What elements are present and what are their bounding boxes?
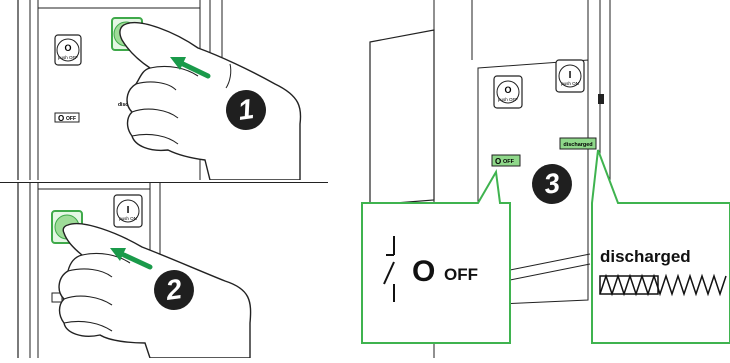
step1-number: 1 (224, 91, 268, 128)
off-button-symbol: O (64, 43, 71, 53)
off-button-symbol: O (504, 85, 511, 95)
step3-number: 3 (530, 165, 574, 202)
off-button-text: push OFF (498, 97, 518, 102)
off-indicator-label: OFF (66, 116, 76, 122)
off-indicator-label: OFF (503, 159, 515, 165)
step1-panel: O push OFF O OFF disch (0, 0, 350, 180)
callout-off-symbol: O (412, 255, 435, 288)
off-indicator-symbol: O (58, 114, 64, 123)
step2-number: 2 (152, 271, 196, 308)
callout-discharged-label: discharged (600, 247, 691, 266)
callout-discharged: discharged (592, 150, 730, 343)
on-button-text: push ON (119, 216, 137, 221)
spring-indicator-label: discharged (563, 142, 592, 148)
on-button-symbol: I (127, 205, 130, 216)
off-indicator-symbol: O (495, 157, 501, 166)
callout-off-label: OFF (444, 265, 478, 284)
on-button-symbol: I (569, 70, 572, 81)
step1-illustration: O push OFF O OFF disch (0, 0, 350, 180)
on-button-text: push ON (561, 81, 579, 86)
off-button-text: push OFF (58, 55, 78, 60)
